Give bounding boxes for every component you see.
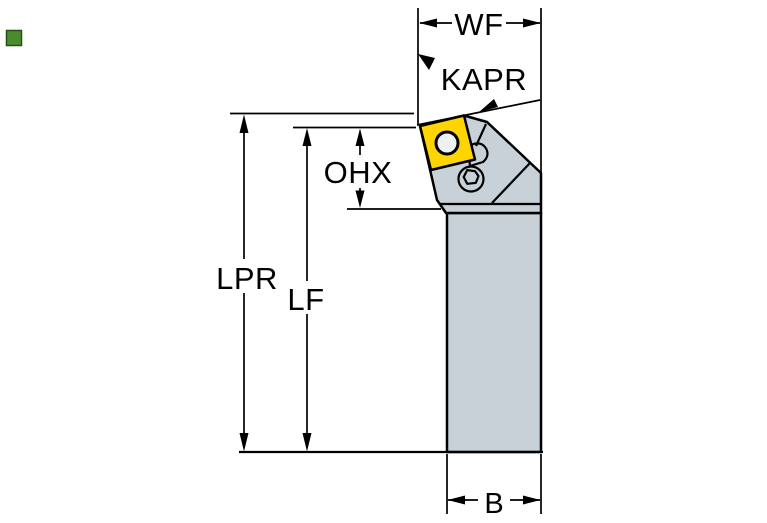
clamp-finger-shape	[466, 142, 489, 168]
lf-label: LF	[287, 282, 324, 317]
lf-arrow-top-icon	[302, 128, 312, 146]
wf-label: WF	[454, 7, 503, 42]
screw-hex-socket	[462, 169, 480, 185]
head-facet-line	[491, 162, 531, 204]
b-arrow-right-icon	[523, 495, 541, 505]
kapr-arrow-lower-icon	[479, 99, 498, 112]
brand-logo	[5, 29, 23, 47]
lf-label-bg	[282, 281, 331, 314]
shank-shape	[445, 211, 543, 454]
kapr-arrow-upper-icon	[418, 54, 435, 70]
insert-hole	[434, 130, 460, 156]
ohx-label: OHX	[324, 155, 393, 190]
wf-arrow-right-icon	[523, 18, 541, 28]
lpr-arrow-bottom-icon	[239, 433, 249, 452]
ohx-arrow-bottom-icon	[355, 190, 365, 208]
kapr-label: KAPR	[441, 62, 527, 97]
cutting-edge-angle-line	[416, 99, 541, 126]
ohx-label-bg	[319, 155, 398, 188]
lpr-label-bg	[213, 259, 282, 293]
ohx-arrow-top-icon	[355, 128, 365, 146]
clamp-screw	[457, 165, 485, 193]
lf-arrow-bottom-icon	[302, 433, 312, 452]
lpr-arrow-top-icon	[239, 114, 249, 133]
lpr-label: LPR	[216, 261, 278, 296]
b-arrow-left-icon	[447, 495, 465, 505]
b-label: B	[484, 488, 503, 520]
wf-arrow-left-icon	[419, 18, 437, 28]
